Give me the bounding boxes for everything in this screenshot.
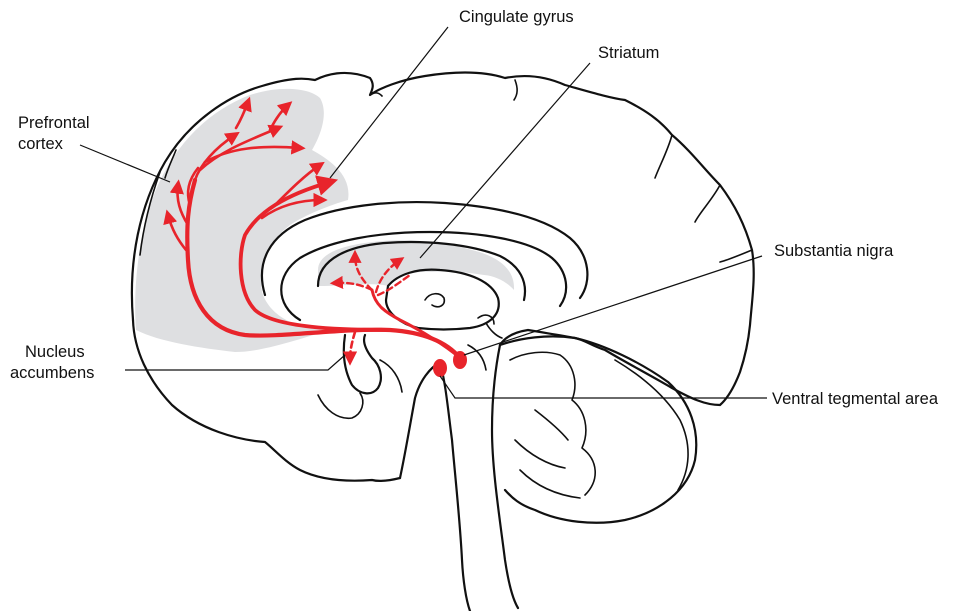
cerebellum-cortex bbox=[615, 360, 688, 490]
label-nucleus-accumbens-line2: accumbens bbox=[10, 364, 94, 382]
label-substantia-nigra: Substantia nigra bbox=[774, 242, 894, 260]
midbrain-detail bbox=[486, 323, 502, 338]
label-cingulate-gyrus: Cingulate gyrus bbox=[459, 8, 574, 26]
label-nucleus-accumbens-line1: Nucleus bbox=[25, 343, 85, 361]
leader-vta bbox=[440, 376, 767, 398]
label-striatum: Striatum bbox=[598, 44, 659, 62]
cerebellum-folia bbox=[510, 352, 595, 498]
thalamus-detail bbox=[425, 294, 444, 307]
brainstem-outline bbox=[400, 345, 518, 608]
brainstem-front bbox=[440, 362, 470, 611]
prefrontal-cortex-region bbox=[135, 89, 348, 352]
sulcus-1 bbox=[370, 93, 382, 96]
accumbens-branch bbox=[350, 332, 355, 360]
label-prefrontal-line1: Prefrontal bbox=[18, 114, 90, 132]
sulcus-3 bbox=[655, 135, 672, 178]
leader-accumbens bbox=[125, 355, 345, 370]
leader-cingulate bbox=[330, 27, 448, 178]
label-prefrontal-line2: cortex bbox=[18, 135, 64, 153]
substantia-nigra-neuron-icon bbox=[453, 351, 467, 369]
leader-striatum bbox=[420, 63, 590, 258]
pituitary-outline bbox=[318, 393, 363, 418]
vta-neuron-icon bbox=[433, 359, 447, 377]
sulcus-2 bbox=[514, 80, 517, 100]
sulcus-5 bbox=[720, 250, 752, 262]
label-ventral-tegmental-area: Ventral tegmental area bbox=[772, 390, 939, 408]
hypothalamus-outline bbox=[344, 335, 381, 393]
cerebellum-outline bbox=[500, 336, 696, 522]
leader-prefrontal bbox=[80, 145, 170, 182]
sulcus-4 bbox=[695, 185, 720, 222]
optic-detail bbox=[380, 360, 402, 392]
